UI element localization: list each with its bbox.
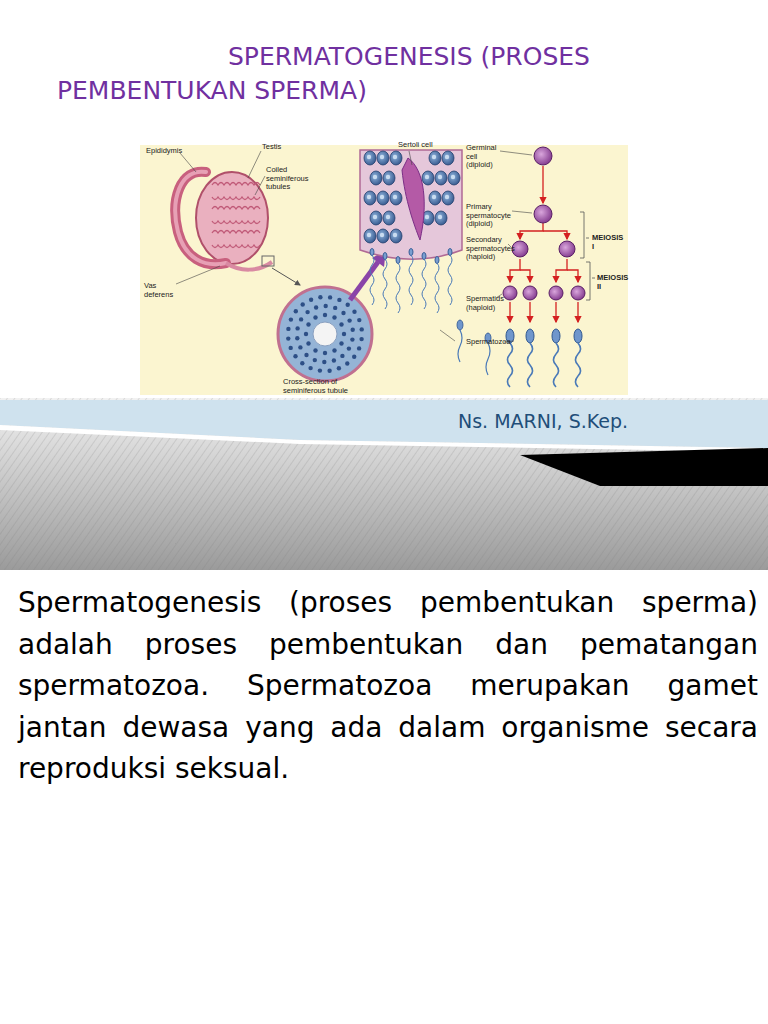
part-name: Spermatozoa [466,338,514,347]
part-name: Primary spermatocyte (diploid) [466,203,512,229]
leader-lines [176,151,532,342]
part-name: Spermatids (haploid) [466,295,498,312]
stage-name: MEIOSIS I [592,234,626,251]
part-name: Secondary spermatocytes (haploid) [466,236,508,262]
part-name: Germinal cell (diploid) [466,144,500,170]
tubule-wall-tissue [360,150,462,313]
body-paragraph: Spermatogenesis (proses pembentukan sper… [18,582,758,790]
part-name: Coiled seminiferous tubules [266,166,312,192]
slide-title: SPERMATOGENESIS (PROSES PEMBENTUKAN SPER… [57,40,617,108]
spermatozoa-drawing [457,320,582,387]
part-name: Cross-section of seminiferous tubule [283,378,373,395]
part-name: Sertoli cell [398,141,438,150]
author-name: Ns. MARNI, S.Kep. [458,408,748,434]
tubule-cross-section [278,287,372,381]
germ-cells [503,147,585,300]
stage-name: MEIOSIS II [597,274,627,291]
meiosis-tree [510,166,578,322]
illustration-ground [140,145,628,395]
part-name: Testis [262,143,292,152]
meiosis-brackets [580,212,595,300]
decor-band [0,398,768,573]
part-name: Vas deferens [144,282,180,299]
part-name: Epididymis [146,147,186,156]
